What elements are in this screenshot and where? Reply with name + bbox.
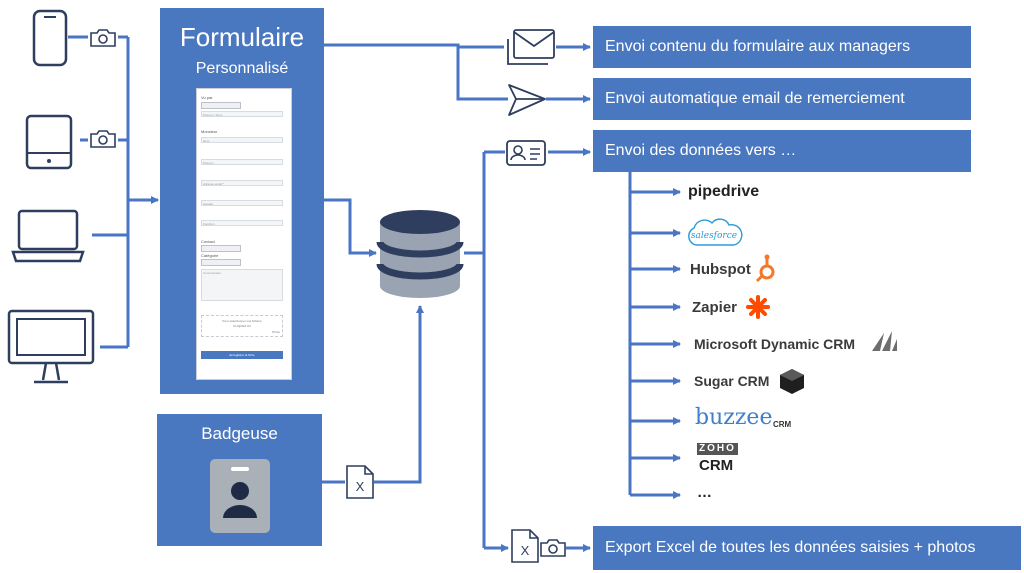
- mock-drop-line1: Pour sélectionner vos fichiers: [222, 319, 262, 323]
- sugarcrm-cube-icon: [780, 369, 804, 394]
- zapier-logo-icon: [746, 295, 770, 319]
- email-icon: [507, 29, 555, 65]
- line-excel-db: [374, 305, 424, 484]
- form-title: Formulaire: [179, 22, 305, 52]
- crm-hubspot: Hubspot: [690, 261, 751, 278]
- mock-textarea[interactable]: Commentaire: [201, 269, 283, 301]
- form-panel: Formulaire Personnalisé Vu par Prénom / …: [160, 8, 324, 394]
- mock-field[interactable]: Société: [201, 200, 283, 206]
- tablet-icon: [25, 114, 73, 170]
- crm-zoho-logo: ZOHO: [697, 443, 738, 455]
- desktop-monitor-icon: [7, 309, 95, 384]
- camera-icon: [540, 539, 566, 557]
- mock-drop-line2: CLIQUEZ ICI: [233, 324, 251, 328]
- mock-select[interactable]: [201, 259, 241, 266]
- form-subtitle: Personnalisé: [195, 60, 289, 77]
- crm-more: …: [697, 484, 712, 501]
- mock-file-drop[interactable]: Pour sélectionner vos fichiers CLIQUEZ I…: [201, 315, 283, 337]
- line-form-db: [324, 198, 377, 257]
- mock-field[interactable]: Adresse email *: [201, 180, 283, 186]
- camera-icon: [90, 130, 116, 148]
- crm-buzzee-sub: CRM: [773, 420, 792, 429]
- crm-zapier: Zapier: [692, 299, 738, 316]
- mock-label: Contact: [201, 239, 215, 244]
- crm-salesforce: salesforce: [691, 231, 737, 241]
- camera-icon: [90, 29, 116, 47]
- mock-field[interactable]: Fonction: [201, 220, 283, 226]
- excel-file-icon: X: [511, 529, 539, 563]
- mock-select[interactable]: [201, 102, 241, 109]
- crm-sugar: Sugar CRM: [694, 373, 770, 389]
- mock-field[interactable]: Prénom / Nom: [201, 111, 283, 117]
- mock-drop-corner: Photo: [272, 330, 280, 334]
- microsoft-dynamics-logo-icon: [872, 331, 897, 351]
- hubspot-logo-icon: [755, 254, 775, 283]
- crm-zoho-sub: CRM: [699, 457, 734, 474]
- mock-field[interactable]: Prénom: [201, 159, 283, 165]
- mock-select[interactable]: [201, 245, 241, 252]
- excel-file-icon: X: [346, 465, 374, 499]
- salesforce-cloud-icon: salesforce: [688, 218, 743, 246]
- mock-label: Monsieur: [201, 129, 218, 134]
- contact-card-icon: [506, 140, 546, 166]
- mock-label: Vu par: [201, 95, 213, 100]
- mock-label: Catégorie: [201, 253, 219, 258]
- dest-thanks-email: Envoi automatique email de remerciement: [593, 78, 971, 120]
- mock-field[interactable]: Nom: [201, 137, 283, 143]
- badgeuse-title: Badgeuse: [201, 424, 278, 443]
- id-badge-icon: [210, 459, 270, 533]
- laptop-icon: [11, 209, 85, 263]
- crm-pipedrive: pipedrive: [688, 183, 760, 200]
- mock-submit-button[interactable]: Enregistrer la fiche: [201, 351, 283, 359]
- badgeuse-panel: Badgeuse: [157, 414, 322, 546]
- send-icon: [508, 84, 546, 116]
- crm-buzzee: buzzee: [695, 405, 773, 430]
- smartphone-icon: [32, 9, 68, 67]
- dest-managers: Envoi contenu du formulaire aux managers: [593, 26, 971, 68]
- form-preview: Vu par Prénom / Nom Monsieur Nom Prénom …: [196, 88, 292, 380]
- dest-data-export: Envoi des données vers …: [593, 130, 971, 172]
- database-icon: [376, 210, 464, 298]
- excel-letter: X: [521, 543, 530, 558]
- crm-microsoft-dynamics: Microsoft Dynamic CRM: [694, 336, 856, 352]
- dest-excel-export: Export Excel de toutes les données saisi…: [593, 526, 1021, 570]
- line-form-thanks: [456, 45, 590, 99]
- excel-letter: X: [356, 479, 365, 494]
